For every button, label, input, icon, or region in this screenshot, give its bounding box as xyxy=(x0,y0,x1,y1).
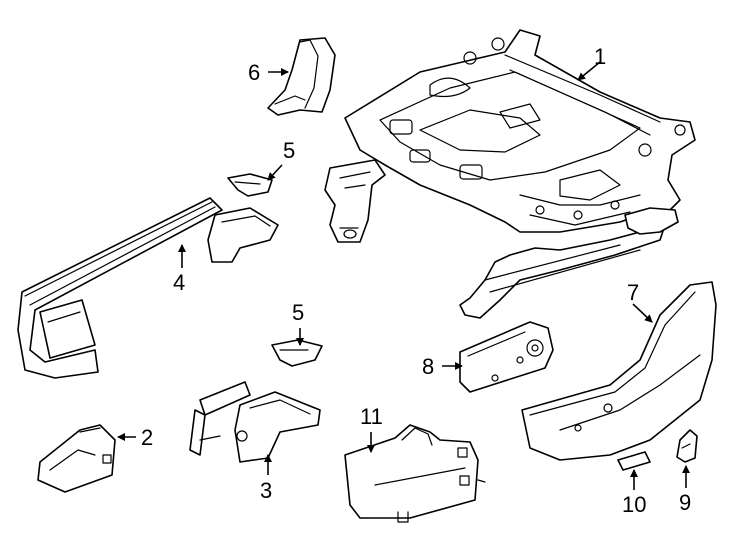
callout-4: 4 xyxy=(173,270,185,295)
leader-lines xyxy=(117,61,690,490)
leader-5a xyxy=(267,164,283,181)
part-1-seat-frame[interactable] xyxy=(324,29,696,319)
callout-11: 11 xyxy=(360,404,383,429)
part-4-side-shield[interactable] xyxy=(17,197,279,379)
callout-8: 8 xyxy=(422,354,434,379)
callout-7: 7 xyxy=(627,280,639,305)
callout-9: 9 xyxy=(679,490,691,515)
part-9-knob[interactable] xyxy=(676,429,698,463)
part-6-cover[interactable] xyxy=(267,37,336,116)
leader-7 xyxy=(632,303,653,323)
callout-5-lower: 5 xyxy=(292,300,304,325)
part-11-module[interactable] xyxy=(344,424,486,523)
part-7-side-panel[interactable] xyxy=(521,281,717,461)
part-5-upper-cover[interactable] xyxy=(227,173,273,197)
callout-2: 2 xyxy=(141,425,153,450)
part-5-lower-cover[interactable] xyxy=(271,339,323,367)
callout-10: 10 xyxy=(622,492,646,517)
callout-labels: 1 2 3 4 5 5 6 7 8 9 10 11 xyxy=(141,44,691,517)
leader-1 xyxy=(577,61,601,81)
part-3-hinge-bracket[interactable] xyxy=(189,381,321,463)
callout-1: 1 xyxy=(594,44,606,69)
part-2-lower-bracket[interactable] xyxy=(37,424,116,493)
part-8-switch[interactable] xyxy=(459,321,554,393)
callout-5-upper: 5 xyxy=(283,138,295,163)
callout-3: 3 xyxy=(260,478,272,503)
callout-6: 6 xyxy=(248,60,260,85)
part-10-clip[interactable] xyxy=(617,451,651,471)
